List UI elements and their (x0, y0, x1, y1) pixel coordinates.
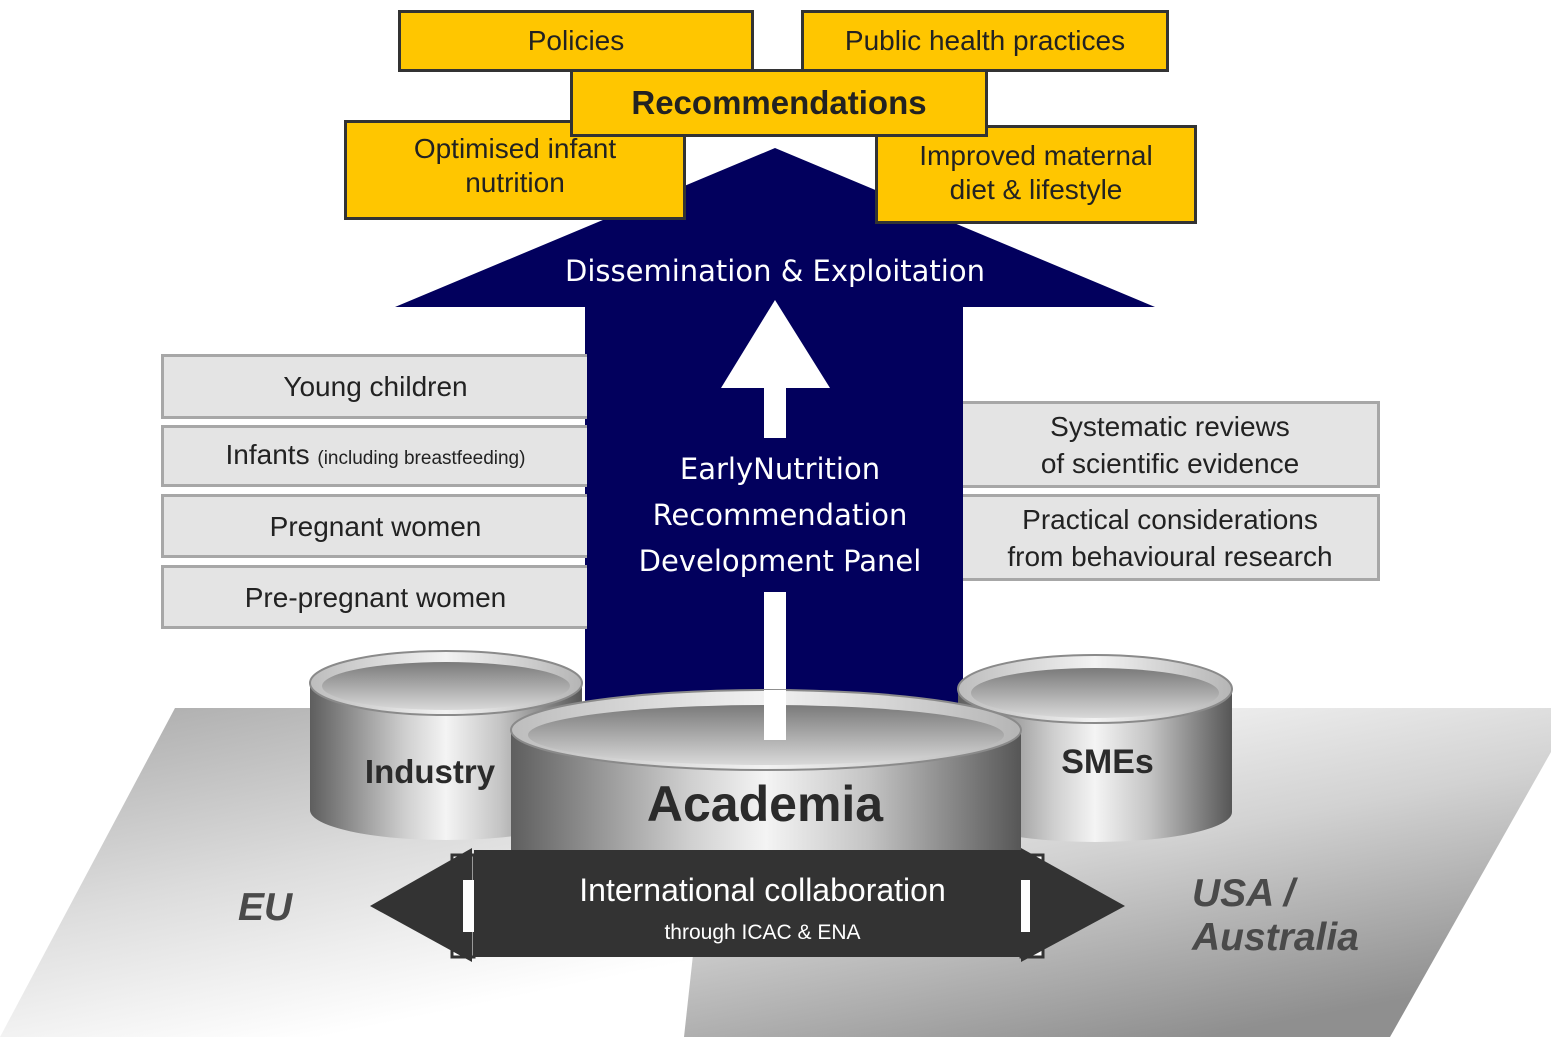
systematic-reviews-box: Systematic reviews of scientific evidenc… (963, 401, 1380, 488)
infant-nutrition-label: Optimised infant nutrition (413, 133, 617, 198)
public-health-box: Public health practices (801, 10, 1169, 72)
eu-label: EU (238, 886, 293, 929)
usa-label-line2: Australia (1192, 916, 1359, 959)
public-health-label: Public health practices (844, 25, 1126, 56)
young-children-label: Young children (283, 371, 468, 402)
policies-label: Policies (527, 25, 625, 56)
recommendations-box: Recommendations (570, 69, 988, 137)
practical-considerations-line2: from behavioural research (1007, 540, 1333, 572)
infant-nutrition-box: Optimised infant nutrition (344, 120, 686, 220)
academia-label: Academia (646, 776, 884, 832)
collaboration-title: International collaboration (579, 872, 946, 908)
industry-cylinder (309, 650, 583, 840)
inner-arrow-head (721, 300, 830, 388)
systematic-reviews-line1: Systematic reviews (1050, 410, 1290, 442)
smes-label: SMEs (1061, 743, 1154, 781)
infants-box: Infants (including breastfeeding) (161, 425, 587, 487)
dissemination-label: Dissemination & Exploitation (565, 254, 985, 288)
systematic-reviews-line2: of scientific evidence (1040, 447, 1300, 479)
panel-label-line2: Recommendation (652, 498, 908, 532)
practical-considerations-line1: Practical considerations (1022, 503, 1318, 535)
industry-label: Industry (364, 753, 496, 790)
infants-label-main: Infants (225, 438, 310, 470)
usa-label-line1: USA / (1192, 872, 1295, 915)
maternal-diet-box: Improved maternal diet & lifestyle (875, 125, 1197, 224)
pregnant-women-box: Pregnant women (161, 494, 587, 558)
usa-australia-label: USA / Australia (1192, 872, 1412, 960)
panel-label-line1: EarlyNutrition (679, 452, 881, 486)
collaboration-double-arrow (370, 848, 1125, 962)
recommendations-label: Recommendations (631, 84, 927, 121)
young-children-box: Young children (161, 354, 587, 419)
maternal-diet-label: Improved maternal diet & lifestyle (919, 139, 1153, 205)
inner-arrow-shaft-top (764, 386, 786, 438)
practical-considerations-box: Practical considerations from behavioura… (963, 494, 1380, 581)
panel-label-line3: Development Panel (638, 544, 922, 578)
inner-arrow-shaft-bottom (764, 592, 786, 702)
smes-cylinder (957, 654, 1233, 842)
pre-pregnant-women-label: Pre-pregnant women (244, 581, 507, 613)
policies-box: Policies (398, 10, 754, 72)
infants-label: Infants (including breastfeeding) (226, 436, 526, 477)
pregnant-women-label: Pregnant women (269, 510, 482, 542)
practical-considerations-label: Practical considerations from behavioura… (1007, 501, 1332, 575)
pre-pregnant-women-box: Pre-pregnant women (161, 565, 587, 629)
infants-label-note: (including breastfeeding) (317, 447, 526, 469)
collaboration-subtitle: through ICAC & ENA (664, 921, 861, 944)
academia-cylinder (510, 689, 1022, 858)
panel-label: EarlyNutrition Recommendation Developmen… (610, 446, 950, 584)
systematic-reviews-label: Systematic reviews of scientific evidenc… (1041, 408, 1299, 482)
